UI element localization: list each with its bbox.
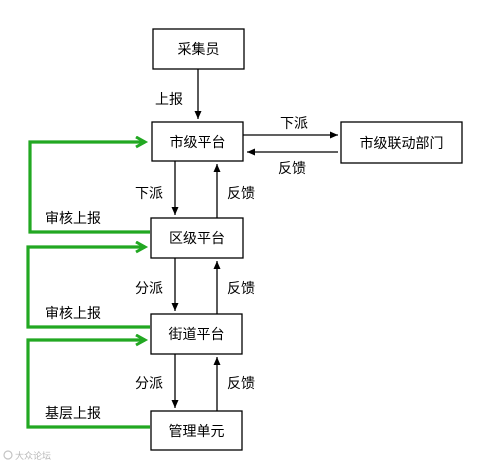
node-collector-label: 采集员 [178,41,220,58]
node-city-platform: 市级平台 [151,121,244,162]
edge-label-street-to-unit: 分派 [135,376,163,392]
green-path-unit-to-street [26,340,150,429]
edge-label-departments-to-city: 反馈 [278,161,306,177]
edge-label-district-to-street: 分派 [135,281,163,297]
node-grid-unit-label: 管理单元 [169,424,225,440]
node-district-platform: 区级平台 [150,217,244,259]
edge-label-street-to-district: 反馈 [227,281,255,297]
green-label-unit-to-street: 基层上报 [45,405,101,422]
node-collector: 采集员 [152,28,245,70]
green-label-street-to-district: 审核上报 [45,306,101,322]
node-grid-unit: 管理单元 [150,410,243,451]
edge-label-district-to-city: 反馈 [227,186,255,202]
green-path-street-to-district [26,247,150,329]
node-street-platform-label: 街道平台 [169,327,225,343]
edge-label-city-to-departments: 下派 [280,116,308,132]
edge-label-unit-to-street: 反馈 [227,376,255,392]
green-path-district-to-city [28,142,150,234]
edge-label-collector-to-city: 上报 [155,92,183,108]
node-city-platform-label: 市级平台 [170,134,226,151]
green-label-district-to-city: 审核上报 [45,211,101,227]
node-district-platform-label: 区级平台 [169,231,225,247]
watermark-text: 大众论坛 [15,450,51,462]
edge-label-city-to-district: 下派 [135,186,163,202]
node-city-departments: 市级联动部门 [340,121,463,164]
node-city-departments-label: 市级联动部门 [360,135,444,152]
watermark-logo-icon [3,450,13,460]
watermark: 大众论坛 [3,450,51,462]
node-street-platform: 街道平台 [150,313,243,355]
